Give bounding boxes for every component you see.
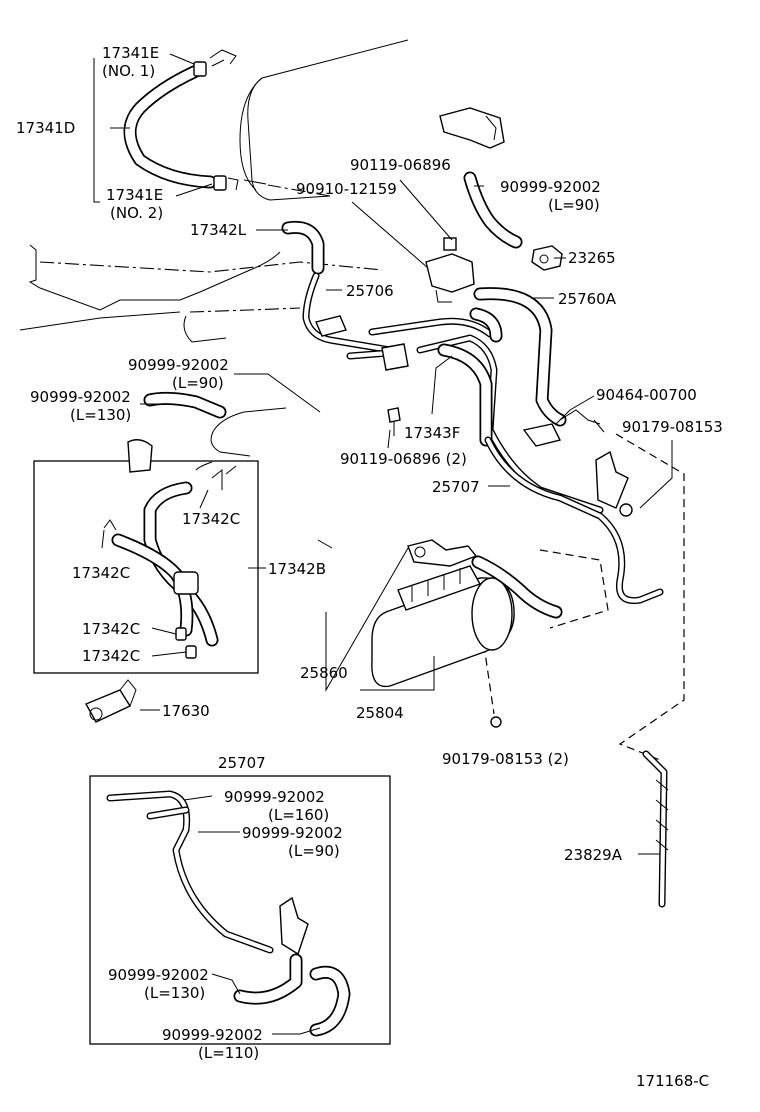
hose-25760A bbox=[469, 287, 567, 427]
label-sub-d-len: (L=110) bbox=[198, 1044, 259, 1062]
label-sub-b: 90999-92002 bbox=[242, 824, 343, 842]
label-25707: 25707 bbox=[432, 478, 480, 496]
label-17341E-no1: 17341E bbox=[102, 44, 159, 62]
label-90179-08153-2: 90179-08153 (2) bbox=[442, 750, 569, 768]
label-90999-92002-l130: 90999-92002 bbox=[30, 388, 131, 406]
vsv-90910 bbox=[425, 237, 475, 303]
label-17343F: 17343F bbox=[404, 424, 460, 442]
label-90464-00700: 90464-00700 bbox=[596, 386, 697, 404]
label-17342L: 17342L bbox=[190, 221, 247, 239]
label-sub-c: 90999-92002 bbox=[108, 966, 209, 984]
hose-17341D bbox=[123, 49, 267, 191]
label-17630: 17630 bbox=[162, 702, 210, 720]
pipe-group-center bbox=[346, 317, 604, 514]
label-25706: 25706 bbox=[346, 282, 394, 300]
label-sub-a: 90999-92002 bbox=[224, 788, 325, 806]
label-90999-92002-l90-len: (L=90) bbox=[172, 374, 224, 392]
label-23829A: 23829A bbox=[564, 846, 623, 864]
leader-lines bbox=[93, 53, 673, 1035]
label-17342B: 17342B bbox=[268, 560, 326, 578]
label-17341E-no2-note: (NO. 2) bbox=[110, 204, 163, 222]
label-25760A: 25760A bbox=[558, 290, 617, 308]
subassembly-25707 bbox=[89, 775, 391, 1045]
label-25804: 25804 bbox=[356, 704, 404, 722]
label-sub-b-len: (L=90) bbox=[288, 842, 340, 860]
canister-25804 bbox=[371, 539, 563, 728]
label-90999-92002-top: 90999-92002 bbox=[500, 178, 601, 196]
label-17342C-d: 17342C bbox=[82, 647, 140, 665]
label-90999-92002-l130-len: (L=130) bbox=[70, 406, 131, 424]
label-17341D: 17341D bbox=[16, 119, 75, 137]
label-17342C-a: 17342C bbox=[182, 510, 240, 528]
label-sub-c-len: (L=130) bbox=[144, 984, 205, 1002]
sensor-17630 bbox=[85, 679, 137, 723]
label-90999-92002-l90: 90999-92002 bbox=[128, 356, 229, 374]
label-sub-d: 90999-92002 bbox=[162, 1026, 263, 1044]
clamp-90464 bbox=[522, 409, 605, 447]
label-23265: 23265 bbox=[568, 249, 616, 267]
label-90119-06896-top: 90119-06896 bbox=[350, 156, 451, 174]
bolt-90119 bbox=[387, 407, 401, 436]
label-sub-a-len: (L=160) bbox=[268, 806, 329, 824]
labels: 17341E (NO. 1) 17341D 17341E (NO. 2) 173… bbox=[16, 44, 723, 1090]
engine-outline bbox=[19, 39, 409, 549]
label-90119-06896-2: 90119-06896 (2) bbox=[340, 450, 467, 468]
hose-23829A bbox=[642, 750, 669, 908]
label-25860: 25860 bbox=[300, 664, 348, 682]
hose-17342L bbox=[281, 220, 394, 354]
label-17341E-no1-note: (NO. 1) bbox=[102, 62, 155, 80]
label-90999-92002-top-len: (L=90) bbox=[548, 196, 600, 214]
box-17342B bbox=[33, 391, 259, 674]
label-17341E-no2: 17341E bbox=[106, 186, 163, 204]
label-17342C-b: 17342C bbox=[72, 564, 130, 582]
label-90179-08153: 90179-08153 bbox=[622, 418, 723, 436]
vsv-block bbox=[439, 107, 563, 271]
figure-code: 171168-C bbox=[636, 1072, 709, 1090]
pipe-25707 bbox=[484, 436, 664, 605]
label-17342C-c: 17342C bbox=[82, 620, 140, 638]
label-sub-25707: 25707 bbox=[218, 754, 266, 772]
label-90910-12159: 90910-12159 bbox=[296, 180, 397, 198]
